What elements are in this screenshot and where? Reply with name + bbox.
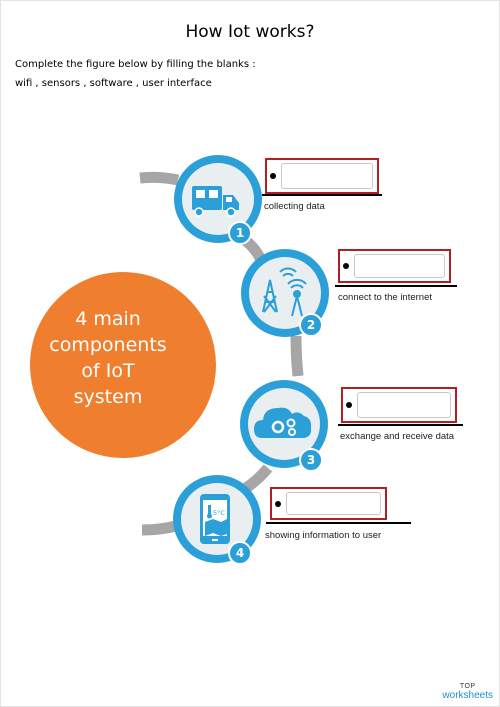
stage-circle-2 [241, 249, 329, 337]
connector-3-4 [242, 464, 273, 493]
stage-number-2: 2 [307, 318, 315, 332]
page-title: How Iot works? [185, 22, 315, 42]
center-line-2: components [49, 334, 167, 356]
bullet-dot [270, 173, 276, 179]
cloud-gears-icon [254, 407, 312, 438]
stage-number-4: 4 [236, 546, 244, 560]
answer-input-4[interactable] [286, 492, 381, 515]
word-list: wifi , sensors , software , user interfa… [15, 78, 212, 89]
stage-label-4: showing information to user [265, 530, 382, 541]
stage-label-1: collecting data [264, 201, 325, 212]
brand-top-text: TOP [459, 683, 476, 690]
connector-stub-top [139, 171, 180, 186]
stage-number-1: 1 [236, 226, 244, 240]
brand-name-text: worksheets [442, 690, 493, 701]
bullet-dot [343, 263, 349, 269]
stage-circle-1 [174, 155, 262, 245]
stage-number-3: 3 [307, 453, 315, 467]
truck-icon [192, 186, 239, 217]
stage-label-3: exchange and receive data [340, 431, 455, 442]
center-line-1: 4 main [75, 308, 141, 330]
bullet-dot [275, 500, 281, 507]
phone-temperature-icon [200, 494, 230, 544]
answer-box-1 [265, 158, 379, 194]
underline-1 [262, 194, 382, 196]
answer-box-4 [270, 487, 387, 520]
stage-label-2: connect to the internet [338, 292, 433, 303]
answer-input-3[interactable] [357, 392, 451, 418]
answer-input-2[interactable] [354, 254, 445, 278]
answer-input-1[interactable] [281, 163, 373, 189]
answer-box-3 [341, 387, 457, 423]
connector-2-3 [290, 335, 304, 377]
underline-2 [335, 285, 457, 287]
underline-4 [266, 522, 411, 524]
antenna-tower-icon [262, 267, 307, 317]
center-line-3: of IoT [81, 360, 135, 382]
main-circle [30, 272, 216, 458]
main-circle-text: 4 main components of IoT system [28, 306, 188, 410]
connector-stub-bottom [141, 520, 178, 536]
phone-temperature-text: 5°C [213, 509, 225, 517]
bullet-dot [346, 402, 352, 408]
answer-box-2 [338, 249, 451, 283]
underline-3 [338, 424, 463, 426]
brand-logo: TOP worksheets [442, 683, 493, 701]
center-line-4: system [73, 386, 143, 408]
instruction-text: Complete the figure below by filling the… [15, 59, 256, 70]
